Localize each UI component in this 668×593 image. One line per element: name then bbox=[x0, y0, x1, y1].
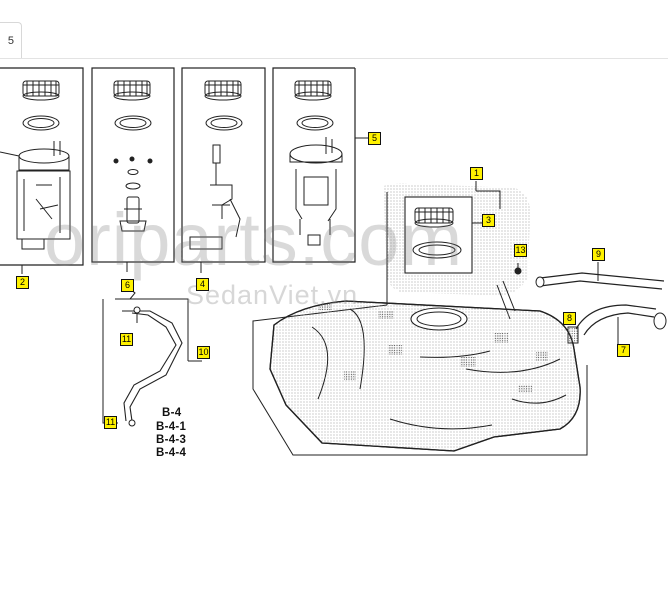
callout-8[interactable]: 8 bbox=[563, 312, 576, 325]
callout-7[interactable]: 7 bbox=[617, 344, 630, 357]
ref-b4-4[interactable]: B-4-4 bbox=[156, 447, 187, 459]
callout-9[interactable]: 9 bbox=[592, 248, 605, 261]
callout-3[interactable]: 3 bbox=[482, 214, 495, 227]
module-group-6 bbox=[91, 67, 175, 272]
callout-6[interactable]: 6 bbox=[121, 279, 134, 292]
callout-10[interactable]: 10 bbox=[197, 346, 210, 359]
diagram-drawing bbox=[0, 67, 667, 456]
filler-pipes bbox=[514, 262, 667, 349]
callout-1[interactable]: 1 bbox=[470, 167, 483, 180]
callout-13[interactable]: 13 bbox=[514, 244, 527, 257]
ref-b4[interactable]: B-4 bbox=[162, 407, 182, 419]
parts-diagram: oriparts.com SedanViet.vn 1 2 3 4 5 6 7 … bbox=[0, 59, 668, 593]
ref-b4-1[interactable]: B-4-1 bbox=[156, 421, 187, 433]
module-group-4 bbox=[181, 67, 266, 273]
callout-11[interactable]: 11 bbox=[120, 333, 133, 346]
fuel-tank bbox=[269, 300, 581, 452]
callout-4[interactable]: 4 bbox=[196, 278, 209, 291]
callout-11-lower[interactable]: 11 bbox=[104, 416, 117, 429]
tab-bar: 5 bbox=[0, 0, 668, 59]
module-group-5 bbox=[272, 67, 368, 263]
ref-b4-3[interactable]: B-4-3 bbox=[156, 434, 187, 446]
callout-5[interactable]: 5 bbox=[368, 132, 381, 145]
vapor-line bbox=[102, 284, 202, 427]
tab-5[interactable]: 5 bbox=[0, 22, 22, 58]
module-group-1 bbox=[252, 181, 588, 456]
module-group-2 bbox=[0, 67, 84, 274]
callout-2[interactable]: 2 bbox=[16, 276, 29, 289]
